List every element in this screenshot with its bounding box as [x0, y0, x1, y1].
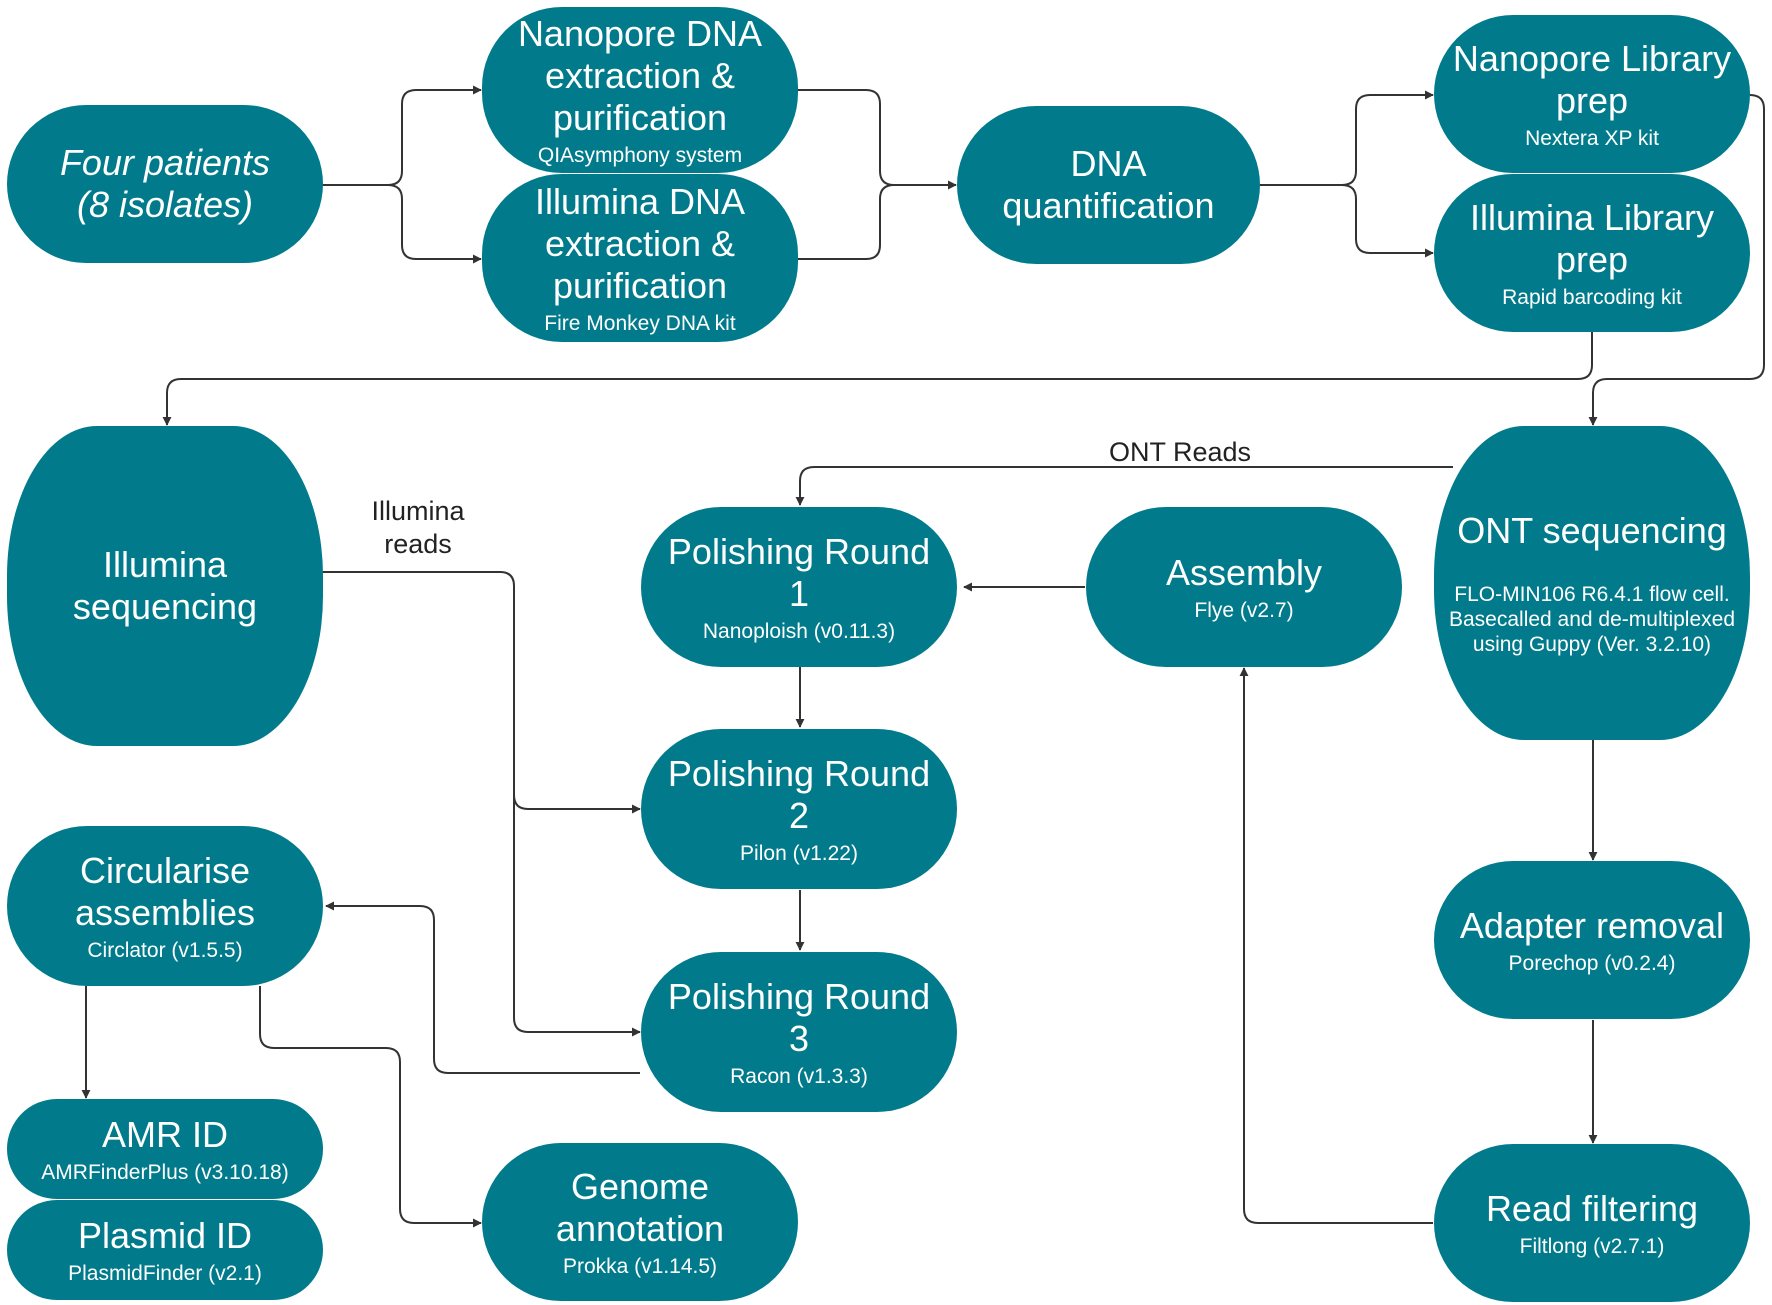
node-subtitle: Filtlong (v2.7.1) — [1519, 1234, 1665, 1258]
edge-illumina-extraction-to-quantification — [798, 184, 895, 260]
edge-label-illumina-reads: Illumina reads — [371, 496, 465, 559]
node-polishing-round-2: Polishing Round 2 Pilon (v1.22) — [641, 729, 957, 889]
edge-illumina-reads-to-polishing-3 — [513, 795, 641, 1037]
node-plasmid-id: Plasmid ID PlasmidFinder (v2.1) — [7, 1200, 323, 1300]
node-title: Genome annotation — [555, 1165, 725, 1249]
node-title: Nanopore Library prep — [1452, 37, 1732, 121]
node-title: ONT sequencing — [1457, 509, 1727, 551]
node-adapter-removal: Adapter removal Porechop (v0.2.4) — [1434, 861, 1750, 1019]
edge-circularise-to-genome-annotation — [259, 986, 482, 1228]
node-subtitle: PlasmidFinder (v2.1) — [68, 1261, 262, 1285]
node-subtitle: Circlator (v1.5.5) — [87, 938, 243, 962]
node-title: Illumina sequencing — [72, 544, 258, 627]
node-circularise-assemblies: Circularise assemblies Circlator (v1.5.5… — [7, 826, 323, 986]
edge-quantification-to-illumina-library — [1341, 184, 1434, 258]
node-subtitle: Rapid barcoding kit — [1502, 285, 1682, 309]
node-title: Illumina DNA extraction & purification — [534, 180, 746, 306]
node-nanopore-dna-extraction: Nanopore DNA extraction & purification Q… — [482, 7, 798, 173]
node-subtitle: Nanoploish (v0.11.3) — [702, 619, 896, 643]
node-subtitle: Fire Monkey DNA kit — [544, 311, 736, 335]
node-dna-quantification: DNA quantification — [957, 106, 1260, 264]
node-subtitle: Porechop (v0.2.4) — [1508, 951, 1676, 975]
node-title: Plasmid ID — [77, 1214, 253, 1256]
edge-quantification-to-nanopore-library — [1260, 90, 1434, 186]
edge-nanopore-library-to-ont-sequencing — [1588, 94, 1765, 426]
node-subtitle: QIAsymphony system — [537, 143, 743, 167]
node-amr-id: AMR ID AMRFinderPlus (v3.10.18) — [7, 1099, 323, 1199]
node-four-patients: Four patients (8 isolates) — [7, 105, 323, 263]
edge-patients-to-illumina-extraction — [387, 184, 482, 264]
node-title: Illumina Library prep — [1469, 196, 1715, 280]
node-title: Assembly — [1165, 551, 1323, 593]
edge-illumina-library-to-illumina-sequencing — [162, 332, 1593, 426]
node-read-filtering: Read filtering Filtlong (v2.7.1) — [1434, 1144, 1750, 1302]
node-subtitle: FLO-MIN106 R6.4.1 flow cell. Basecalled … — [1448, 582, 1735, 656]
node-subtitle: AMRFinderPlus (v3.10.18) — [41, 1160, 289, 1184]
node-title: Polishing Round 1 — [667, 530, 931, 614]
edge-patients-to-nanopore-extraction — [322, 85, 482, 186]
node-title: Circularise assemblies — [74, 849, 256, 933]
edge-read-filtering-to-assembly — [1239, 667, 1433, 1224]
edge-polishing-3-to-circularise — [325, 901, 640, 1074]
edge-label-ont-reads: ONT Reads — [1108, 437, 1252, 467]
node-title: Read filtering — [1485, 1187, 1699, 1229]
node-subtitle: Racon (v1.3.3) — [730, 1064, 868, 1088]
node-title: Four patients (8 isolates) — [59, 142, 271, 225]
node-subtitle: Nextera XP kit — [1525, 126, 1659, 150]
edge-illumina-reads-to-polishing-2 — [322, 571, 641, 814]
node-title: DNA quantification — [1002, 143, 1215, 226]
node-title: AMR ID — [102, 1113, 228, 1155]
node-subtitle: Flye (v2.7) — [1194, 598, 1294, 622]
node-title: Nanopore DNA extraction & purification — [517, 12, 763, 138]
node-title: Polishing Round 3 — [667, 975, 931, 1059]
node-subtitle: Prokka (v1.14.5) — [562, 1254, 718, 1278]
node-genome-annotation: Genome annotation Prokka (v1.14.5) — [482, 1143, 798, 1301]
node-polishing-round-1: Polishing Round 1 Nanoploish (v0.11.3) — [641, 507, 957, 667]
node-subtitle: Pilon (v1.22) — [740, 841, 858, 865]
node-ont-sequencing: ONT sequencing FLO-MIN106 R6.4.1 flow ce… — [1434, 426, 1750, 740]
node-illumina-sequencing: Illumina sequencing — [7, 426, 323, 746]
edge-ont-reads-to-polishing-1 — [795, 466, 1453, 506]
node-illumina-dna-extraction: Illumina DNA extraction & purification F… — [482, 174, 798, 342]
edge-nanopore-extraction-to-quantification — [798, 89, 957, 190]
node-illumina-library-prep: Illumina Library prep Rapid barcoding ki… — [1434, 174, 1750, 332]
node-polishing-round-3: Polishing Round 3 Racon (v1.3.3) — [641, 952, 957, 1112]
node-nanopore-library-prep: Nanopore Library prep Nextera XP kit — [1434, 15, 1750, 173]
node-assembly: Assembly Flye (v2.7) — [1086, 507, 1402, 667]
node-title: Polishing Round 2 — [667, 752, 931, 836]
node-title: Adapter removal — [1459, 904, 1725, 946]
